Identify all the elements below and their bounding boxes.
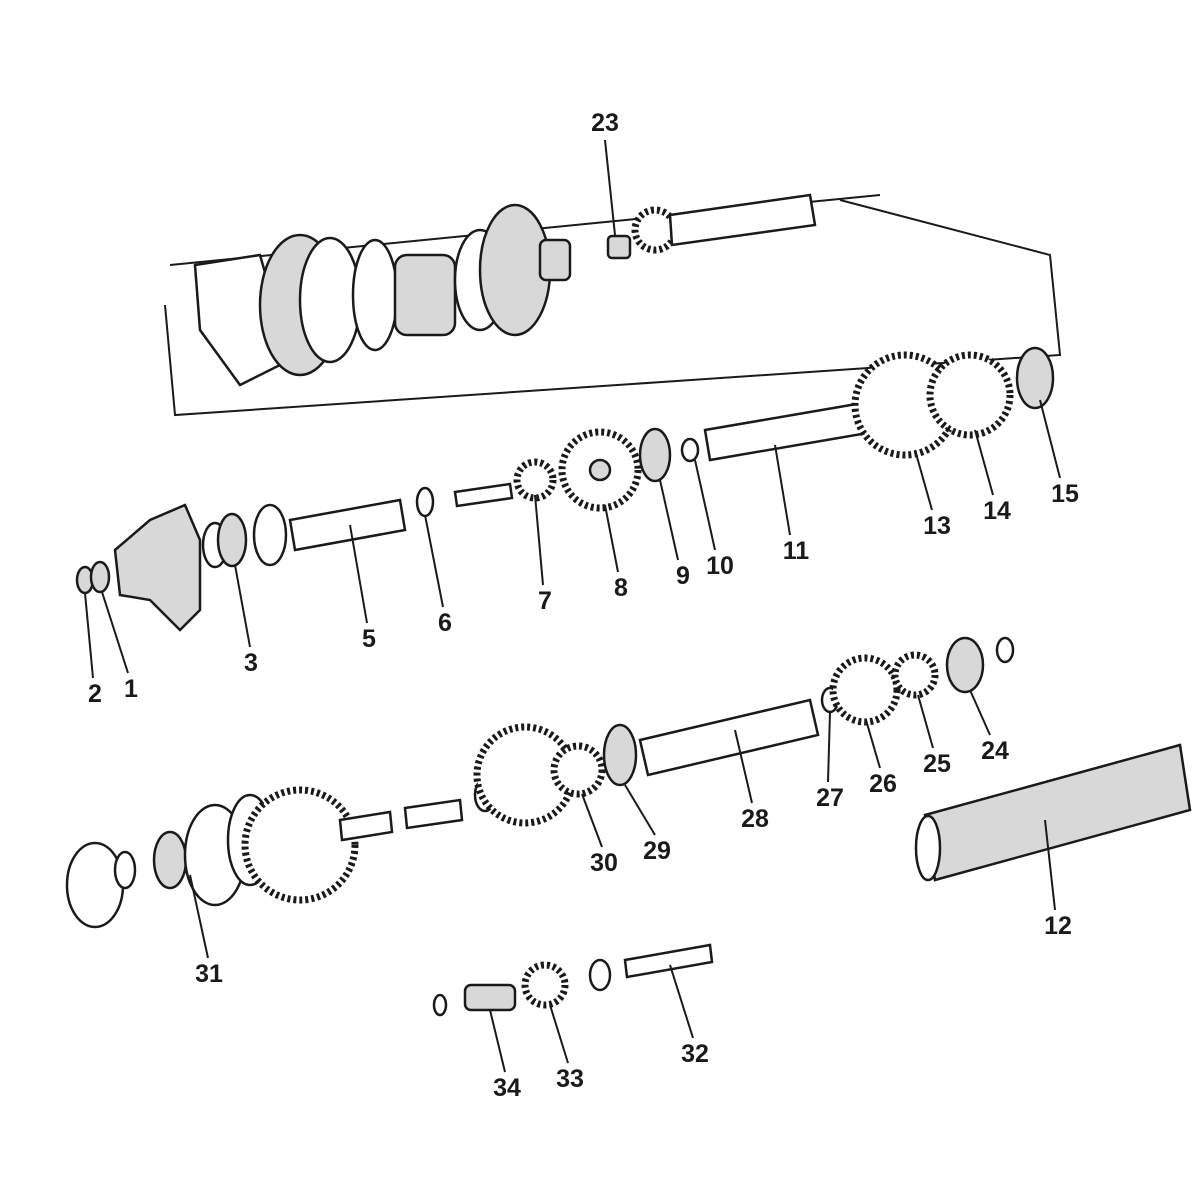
callout-24: 24 [981,737,1009,765]
callout-10: 10 [706,552,734,580]
callout-26: 26 [869,770,897,798]
clutch-assembly-group [164,193,1062,417]
gear-26 [829,654,901,726]
pin-32 [623,943,714,979]
callout-29: 29 [643,837,671,865]
splined-shaft-12 [923,743,1192,882]
clutch-ring [351,238,399,352]
callout-9: 9 [676,562,690,590]
callout-7: 7 [538,587,552,615]
callout-14: 14 [983,497,1011,525]
callout-15: 15 [1051,480,1079,508]
leader-lines [84,139,1061,1073]
callout-34: 34 [493,1074,521,1102]
callout-27: 27 [816,784,844,812]
callout-13: 13 [923,512,951,540]
callout-3: 3 [244,649,258,677]
gear-25 [891,651,939,699]
callout-30: 30 [590,849,618,877]
callout-1: 1 [124,675,138,703]
gear-30 [550,742,606,798]
callout-31: 31 [195,960,223,988]
callout-28: 28 [741,805,769,833]
callout-5: 5 [362,625,376,653]
bearing-29 [602,723,638,787]
large-gear [241,786,359,904]
gear-7 [513,458,557,502]
callout-23: 23 [591,109,619,137]
callout-25: 25 [923,750,951,778]
shaft-5 [288,498,407,552]
cover-plate [65,841,125,929]
sleeve-34 [463,983,517,1012]
callout-6: 6 [438,609,452,637]
callout-11: 11 [783,537,810,565]
input-shaft [668,193,817,247]
clutch-drum [393,253,457,337]
bearing-24 [945,636,985,694]
callout-8: 8 [614,574,628,602]
bushing-23 [606,234,632,260]
gear-14 [926,351,1014,439]
mainshaft-group [75,346,1055,632]
bearing-9 [638,427,672,483]
callout-33: 33 [556,1065,584,1093]
bearing-housing [113,503,202,632]
callout-labels: 1 2 3 5 6 7 8 9 10 11 12 13 14 15 23 24 … [88,109,1079,1102]
callout-32: 32 [681,1040,709,1068]
callout-12: 12 [1044,912,1072,940]
callout-2: 2 [88,680,102,708]
shaft-28 [638,698,820,777]
gear-33 [521,961,569,1009]
bearing-15 [1015,346,1055,410]
countershaft-group [65,636,1192,1017]
